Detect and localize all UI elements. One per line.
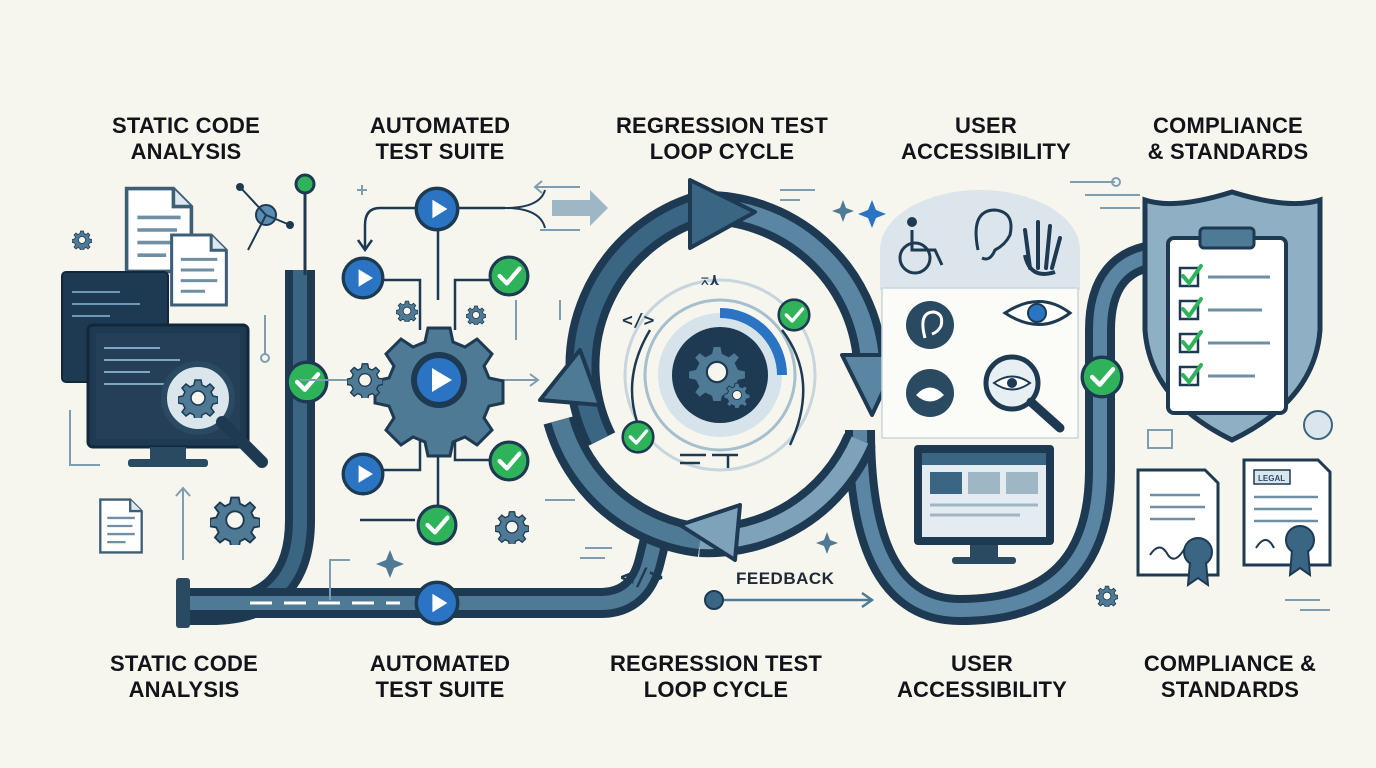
top-label-compliance: COMPLIANCE & STANDARDS <box>1108 113 1348 165</box>
play-icon <box>341 256 385 300</box>
bottom-label-regression: REGRESSION TEST LOOP CYCLE <box>596 651 836 703</box>
bottom-label-test-suite: AUTOMATED TEST SUITE <box>320 651 560 703</box>
play-icon <box>414 580 460 626</box>
play-icon <box>414 186 460 232</box>
decorations <box>357 185 1330 611</box>
svg-text:⌅⋏: ⌅⋏ <box>700 270 720 289</box>
label-line: LOOP CYCLE <box>643 677 789 702</box>
compliance-icons <box>1070 177 1333 607</box>
label-line: REGRESSION TEST <box>615 113 829 138</box>
connector-knob-icon <box>294 173 316 195</box>
label-line: REGRESSION TEST <box>609 651 823 676</box>
top-label-test-suite: AUTOMATED TEST SUITE <box>320 113 560 165</box>
label-line: USER <box>955 113 1017 138</box>
label-line: TEST SUITE <box>375 677 505 702</box>
label-line: ANALYSIS <box>128 677 240 702</box>
bottom-label-static-analysis: STATIC CODE ANALYSIS <box>64 651 304 703</box>
feedback-label: FEEDBACK <box>736 569 835 588</box>
top-label-static-analysis: STATIC CODE ANALYSIS <box>66 113 306 165</box>
check-icon <box>1082 357 1122 397</box>
label-line: USER <box>951 651 1013 676</box>
top-label-accessibility: USER ACCESSIBILITY <box>866 113 1106 165</box>
label-line: COMPLIANCE <box>1153 113 1303 138</box>
check-icon <box>418 506 456 544</box>
check-icon <box>287 362 327 402</box>
label-line: AUTOMATED <box>369 113 511 138</box>
check-icon <box>490 257 528 295</box>
feedback-arrow: </> <box>580 547 875 610</box>
label-line: STATIC CODE <box>111 113 261 138</box>
label-line: & STANDARDS <box>1147 139 1309 164</box>
label-line: STATIC CODE <box>109 651 259 676</box>
label-line: ACCESSIBILITY <box>900 139 1072 164</box>
label-line: STANDARDS <box>1160 677 1300 702</box>
label-line: TEST SUITE <box>375 139 505 164</box>
check-icon <box>621 420 655 454</box>
bottom-label-accessibility: USER ACCESSIBILITY <box>862 651 1102 703</box>
test-suite-icons <box>300 189 546 600</box>
static-analysis-icons <box>61 183 294 560</box>
svg-text:</>: </> <box>622 310 655 331</box>
svg-text:</>: </> <box>620 563 663 591</box>
check-icon <box>490 442 528 480</box>
label-line: COMPLIANCE & <box>1143 651 1317 676</box>
label-line: AUTOMATED <box>369 651 511 676</box>
regression-loop: </> ⌅⋏ <box>538 178 902 562</box>
label-line: LOOP CYCLE <box>649 139 795 164</box>
pipeline-track <box>176 240 1162 628</box>
label-line: ANALYSIS <box>130 139 242 164</box>
legal-tag: LEGAL <box>1258 474 1286 483</box>
sparkle-icon <box>376 550 404 578</box>
sparkle-icon <box>816 532 838 554</box>
top-label-regression: REGRESSION TEST LOOP CYCLE <box>602 113 842 165</box>
accessibility-icons <box>832 190 1080 564</box>
label-line: ACCESSIBILITY <box>896 677 1068 702</box>
play-icon <box>341 452 385 496</box>
bottom-label-compliance: COMPLIANCE & STANDARDS <box>1110 651 1350 703</box>
check-icon <box>777 298 811 332</box>
